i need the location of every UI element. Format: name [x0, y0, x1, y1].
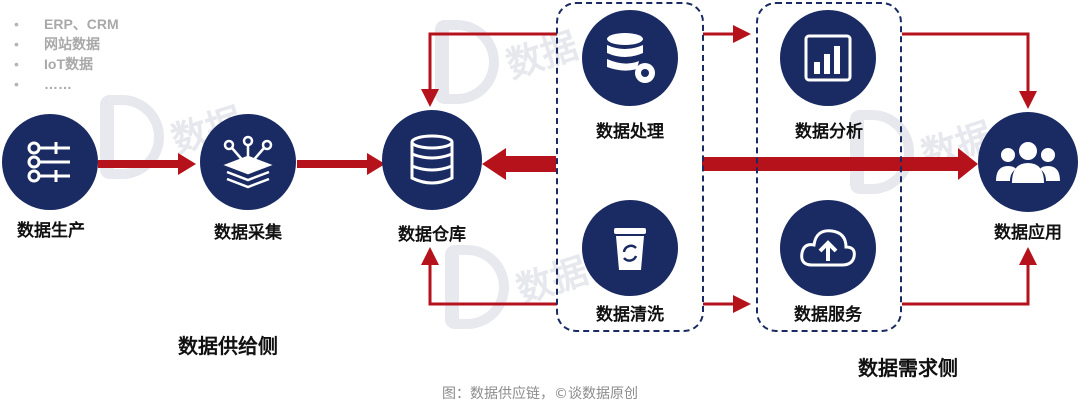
arrow-into-warehouse [482, 148, 556, 180]
arrow-collection-to-warehouse [297, 153, 385, 175]
demand-side-title: 数据需求侧 [858, 356, 958, 380]
processing-group-box [556, 2, 704, 332]
demand-group-box [756, 2, 902, 332]
source-item: IoT数据 [14, 54, 119, 74]
production-sliders-icon [27, 141, 70, 183]
collection-layers-icon [223, 135, 273, 189]
label-service: 数据服务 [794, 305, 862, 325]
node-service [780, 200, 876, 296]
source-item: …… [14, 74, 119, 94]
label-warehouse: 数据仓库 [398, 225, 466, 245]
figure-caption: 图：数据供应链，©谈数据原创 [442, 386, 638, 402]
database-gear-icon [607, 33, 655, 83]
user-group-icon [996, 142, 1060, 183]
node-processing [582, 10, 678, 106]
arrow-service-to-application [902, 247, 1037, 306]
label-analysis: 数据分析 [795, 122, 863, 142]
arrow-processing-to-warehouse [421, 32, 557, 107]
label-collection: 数据采集 [214, 223, 282, 243]
supply-side-title: 数据供给侧 [178, 334, 278, 358]
bar-chart-icon [804, 34, 852, 82]
cloud-upload-icon [800, 229, 856, 267]
source-item: 网站数据 [14, 34, 119, 54]
node-cleaning [582, 200, 678, 296]
node-analysis [780, 10, 876, 106]
arrow-to-application [702, 148, 978, 180]
source-item: ERP、CRM [14, 14, 119, 34]
label-production: 数据生产 [17, 221, 85, 241]
label-application: 数据应用 [994, 223, 1062, 243]
node-warehouse [382, 110, 482, 210]
node-production [2, 114, 98, 210]
label-cleaning: 数据清洗 [596, 305, 664, 325]
arrow-analysis-to-application [902, 32, 1037, 109]
database-icon [410, 134, 454, 185]
arrow-production-to-collection [98, 153, 196, 175]
label-processing: 数据处理 [596, 122, 664, 142]
node-collection [200, 114, 296, 210]
node-application [978, 112, 1078, 212]
recycle-bin-icon [614, 228, 646, 270]
source-list: ERP、CRM 网站数据 IoT数据 …… [14, 14, 119, 94]
arrow-cleaning-to-warehouse [421, 247, 557, 306]
